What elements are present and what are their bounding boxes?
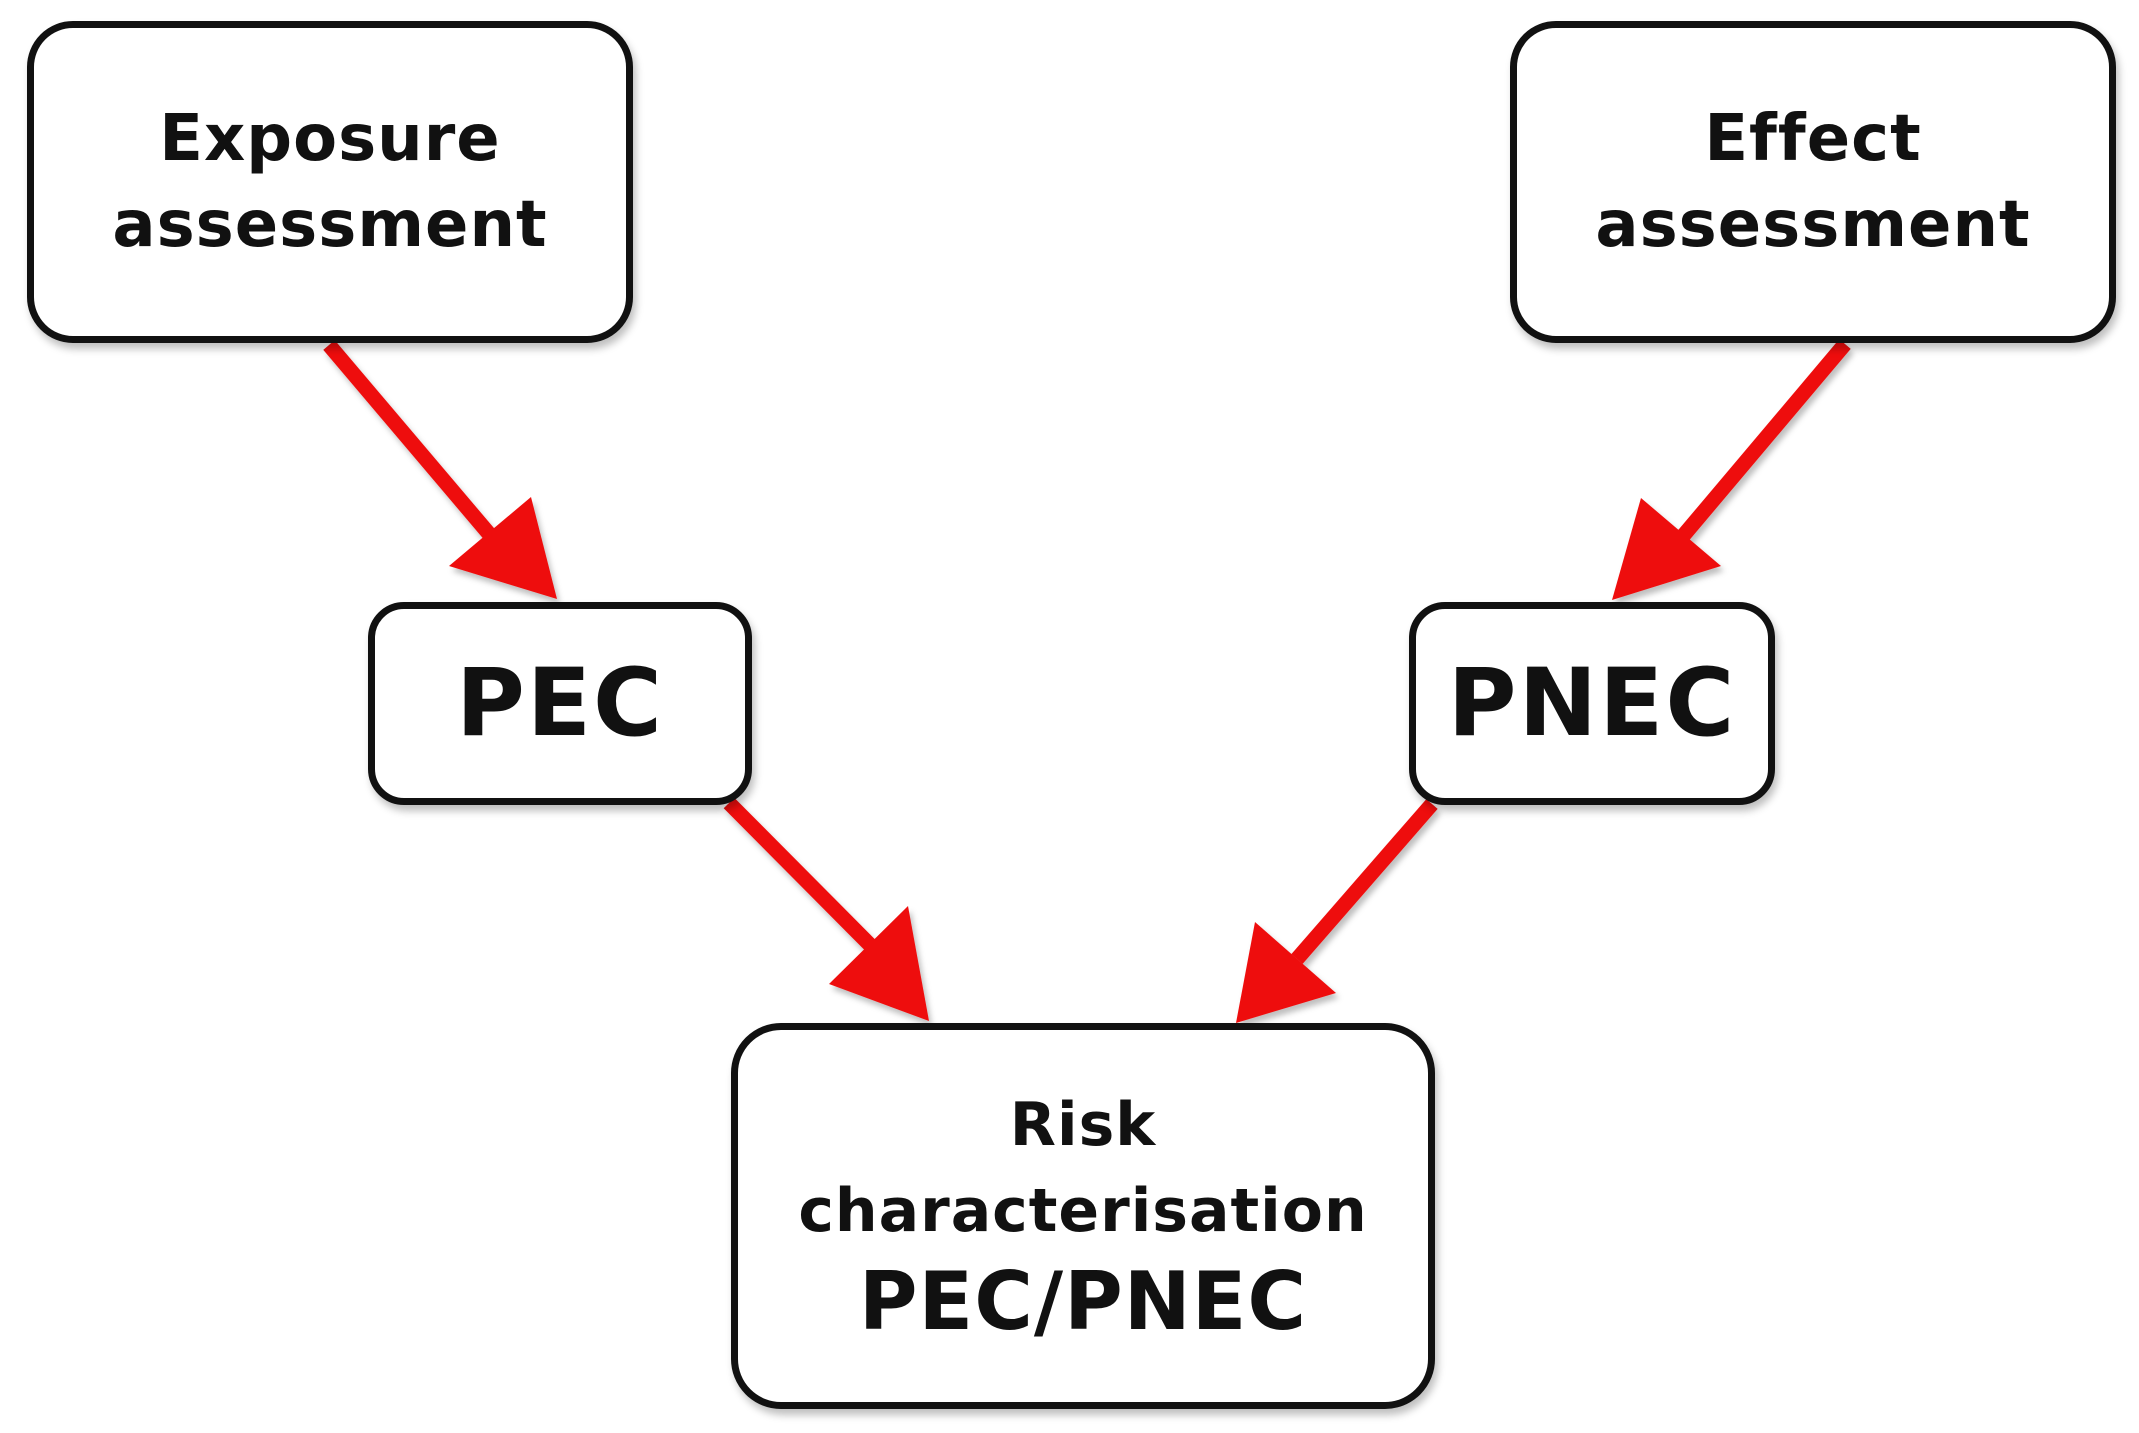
- pec-box: PEC: [368, 602, 752, 805]
- arrow-exposure-to-pec: [323, 340, 557, 599]
- effect-title-line2: assessment: [1595, 188, 2031, 262]
- risk-characterisation-box: Risk characterisation PEC/PNEC: [731, 1023, 1435, 1409]
- pnec-label: PNEC: [1447, 648, 1737, 758]
- exposure-title-line1: Exposure: [159, 102, 501, 176]
- risk-ratio-label: PEC/PNEC: [858, 1255, 1308, 1348]
- arrow-pec-to-risk: [723, 797, 929, 1021]
- arrow-effect-to-pnec: [1612, 339, 1851, 600]
- arrow-pnec-to-risk: [1236, 799, 1438, 1023]
- pec-label: PEC: [455, 648, 665, 758]
- effect-assessment-box: Effect assessment: [1510, 21, 2116, 343]
- pnec-box: PNEC: [1409, 602, 1775, 805]
- exposure-title-line2: assessment: [112, 188, 548, 262]
- effect-title-line1: Effect: [1704, 102, 1922, 176]
- risk-title-line1: Risk: [1009, 1090, 1157, 1160]
- exposure-assessment-box: Exposure assessment: [27, 21, 633, 343]
- risk-title-line2: characterisation: [798, 1176, 1368, 1246]
